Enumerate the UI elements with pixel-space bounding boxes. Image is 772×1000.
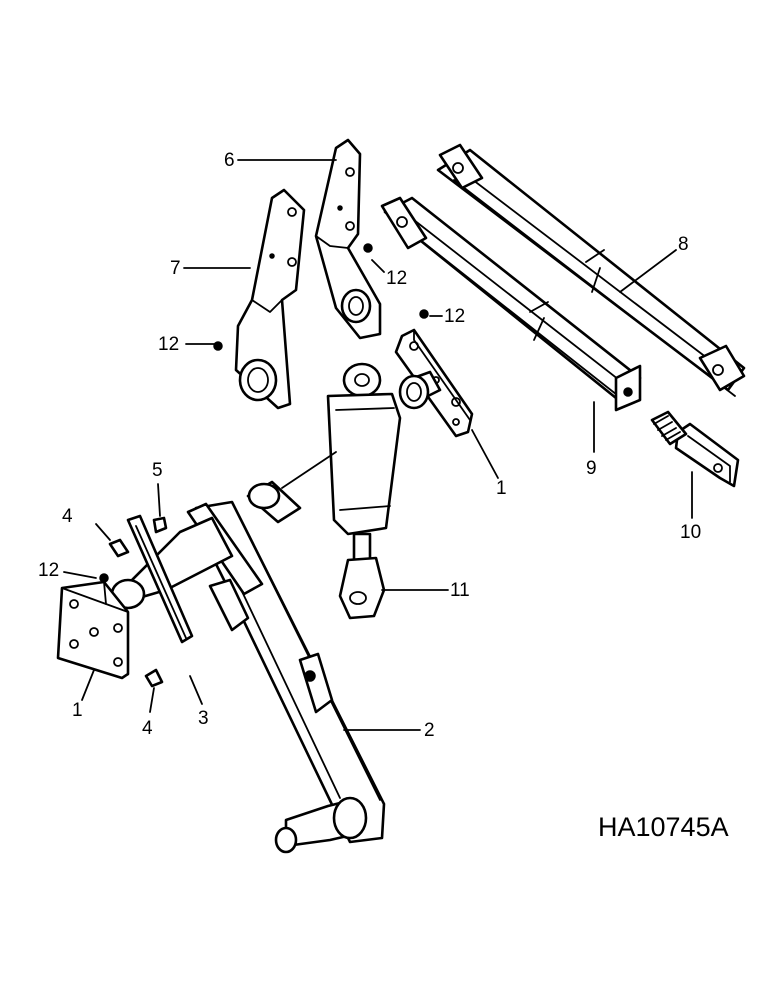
part-7-bracket — [234, 188, 306, 410]
callout-8: 8 — [678, 234, 689, 255]
callout-6: 6 — [224, 150, 235, 171]
part-4-pin-upper — [108, 538, 130, 558]
leader-lines — [63, 159, 693, 731]
part-12-grease-fitting-c — [419, 309, 429, 319]
callout-3: 3 — [198, 708, 209, 729]
part-1-flange-plate-upper — [394, 328, 474, 438]
callout-1-upper: 1 — [496, 478, 507, 499]
part-10-adjusting-yoke — [650, 410, 740, 488]
callout-12-lower: 12 — [38, 560, 59, 581]
part-12-grease-fitting-d — [99, 573, 109, 583]
callout-4-upper: 4 — [62, 506, 73, 527]
part-5-nut — [152, 516, 168, 534]
callout-10: 10 — [680, 522, 701, 543]
part-4-pin-lower — [144, 668, 164, 688]
part-9-telescoping-arm — [380, 196, 642, 412]
callout-9: 9 — [586, 458, 597, 479]
part-2-frame-arm — [110, 480, 386, 854]
callout-7: 7 — [170, 258, 181, 279]
part-3-key-bar — [126, 514, 194, 644]
figure-id: HA10745A — [598, 812, 729, 842]
callout-11: 11 — [450, 580, 470, 601]
callout-12-mid: 12 — [386, 268, 407, 289]
part-12-grease-fitting-b — [363, 243, 373, 253]
part-11-hydraulic-cylinder — [326, 362, 402, 620]
callout-12-plate: 12 — [444, 306, 465, 327]
callout-2: 2 — [424, 720, 435, 741]
callout-5: 5 — [152, 460, 163, 481]
part-6-bracket — [314, 138, 382, 340]
callout-4-lower: 4 — [142, 718, 153, 739]
callout-12-bracket: 12 — [158, 334, 179, 355]
part-1-flange-plate-lower — [56, 580, 130, 680]
part-8-telescoping-arm — [436, 143, 746, 397]
callout-labels: 6 7 12 12 12 8 9 10 11 1 2 3 4 1 4 12 5 — [38, 150, 701, 741]
part-12-grease-fitting-a — [213, 341, 223, 351]
callout-1-lower: 1 — [72, 700, 83, 721]
